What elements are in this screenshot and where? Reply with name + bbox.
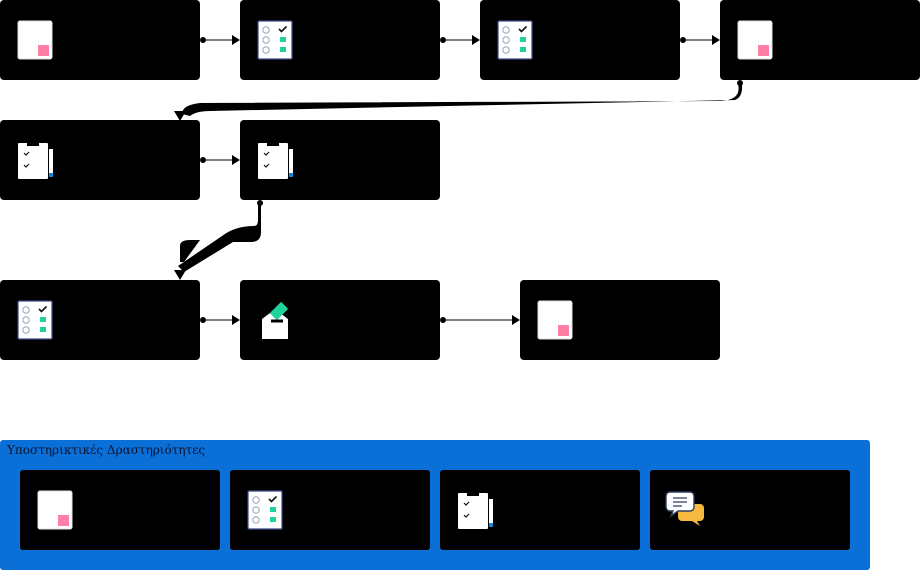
support-item-2[interactable] <box>230 470 430 550</box>
flow-step-5[interactable] <box>0 120 200 200</box>
checklist-icon <box>16 299 54 341</box>
checklist-icon <box>496 19 534 61</box>
ballot-box-icon <box>256 299 294 341</box>
support-item-1[interactable] <box>20 470 220 550</box>
document-icon <box>36 489 74 531</box>
clipboard-pencil-icon <box>456 489 494 531</box>
arrow-row2-1 <box>200 155 240 165</box>
return-arrow-row2-to-row3 <box>174 200 263 280</box>
flow-step-7[interactable] <box>0 280 200 360</box>
document-icon <box>536 299 574 341</box>
flow-step-2[interactable] <box>240 0 440 80</box>
document-icon <box>16 19 54 61</box>
support-item-4[interactable] <box>650 470 850 550</box>
arrow-row3-2 <box>440 315 520 325</box>
clipboard-pencil-icon <box>16 139 54 181</box>
flow-step-9[interactable] <box>520 280 720 360</box>
arrow-row1-1 <box>200 35 240 45</box>
flow-step-8[interactable] <box>240 280 440 360</box>
flow-step-3[interactable] <box>480 0 680 80</box>
document-icon <box>736 19 774 61</box>
checklist-icon <box>256 19 294 61</box>
support-activities-panel: Υποστηρικτικές Δραστηριότητες <box>0 440 870 570</box>
checklist-icon <box>246 489 284 531</box>
chat-bubbles-icon <box>664 488 706 530</box>
flow-step-4[interactable] <box>720 0 920 80</box>
arrow-row1-3 <box>680 35 720 45</box>
arrow-row1-2 <box>440 35 480 45</box>
support-activities-title: Υποστηρικτικές Δραστηριότητες <box>7 443 206 457</box>
return-arrow-row1-to-row2 <box>174 80 743 121</box>
flow-step-1[interactable] <box>0 0 200 80</box>
clipboard-pencil-icon <box>256 139 294 181</box>
support-item-3[interactable] <box>440 470 640 550</box>
arrow-row3-1 <box>200 315 240 325</box>
flow-step-6[interactable] <box>240 120 440 200</box>
